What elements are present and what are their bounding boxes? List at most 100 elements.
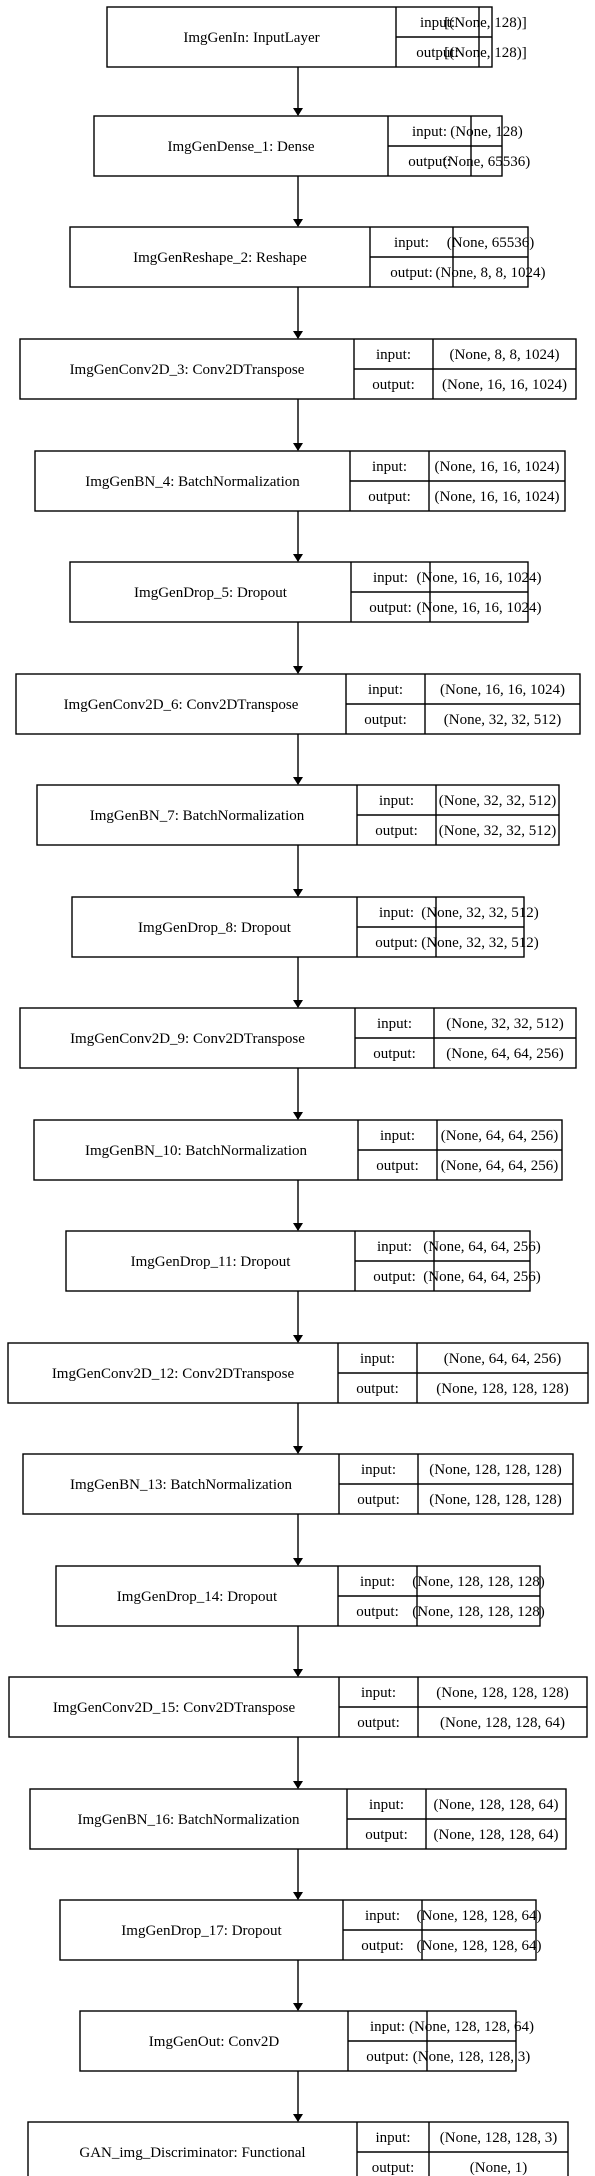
input-label: input: <box>420 15 455 31</box>
layer-node: ImgGenConv2D_6: Conv2DTranspose input: out… <box>15 673 581 735</box>
layer-node: ImgGenDrop_8: Dropout input: output:(None,… <box>71 896 539 958</box>
input-shape: (None, 128, 128, 64) <box>409 2019 534 2035</box>
output-shape: (None, 128, 128, 64) <box>434 1827 559 1843</box>
output-shape: (None, 8, 8, 1024) <box>436 265 546 281</box>
input-shape: (None, 128, 128, 64) <box>434 1797 559 1813</box>
layer-name: ImgGenBN_16: BatchNormalization <box>77 1812 300 1828</box>
layer-box <box>27 2121 569 2176</box>
output-label: output: <box>368 489 411 505</box>
layer-node: ImgGenDrop_5: Dropout input: output: (None,… <box>69 561 542 623</box>
layer-node: ImgGenConv2D_3: Conv2DTransposeinput:out… <box>19 338 577 400</box>
output-label: output: <box>357 1715 400 1731</box>
layer-node: ImgGenDense_1: Dense input: output:(None, … <box>93 115 530 177</box>
input-label: input: <box>361 1685 396 1701</box>
layer-node: ImgGenBN_7: BatchNormalization input: outp… <box>36 784 560 846</box>
input-shape: (None, 65536) <box>447 235 534 251</box>
layer-name: ImgGenDrop_5: Dropout <box>134 585 288 601</box>
layer-name: ImgGenConv2D_12: Conv2DTranspose <box>52 1366 295 1382</box>
input-shape: (None, 32, 32, 512) <box>439 793 556 809</box>
output-shape: (None, 16, 16, 1024) <box>417 600 542 616</box>
layer-node: ImgGenDrop_14: Dropout input: output: (None… <box>55 1565 545 1627</box>
input-shape: (None, 128, 128, 128) <box>429 1462 561 1478</box>
output-shape: (None, 64, 64, 256) <box>441 1158 558 1174</box>
layer-name: ImgGenBN_7: BatchNormalization <box>90 808 305 824</box>
layer-name: ImgGenDrop_17: Dropout <box>121 1923 282 1939</box>
layer-node: GAN_img_Discriminator: Functionalinput:o… <box>27 2121 569 2176</box>
input-label: input: <box>365 1908 400 1924</box>
input-shape: (None, 32, 32, 512) <box>446 1016 563 1032</box>
input-shape: (None, 8, 8, 1024) <box>450 347 560 363</box>
layer-node: ImgGenConv2D_15: Conv2DTransposeinput:ou… <box>8 1676 588 1738</box>
layer-box <box>69 561 529 623</box>
output-shape: (None, 128, 128, 64) <box>417 1938 542 1954</box>
output-label: output: <box>375 823 418 839</box>
output-label: output: <box>375 935 418 951</box>
output-label: output: <box>356 1604 399 1620</box>
output-shape: (None, 64, 64, 256) <box>423 1269 540 1285</box>
layer-name: ImgGenConv2D_6: Conv2DTranspose <box>64 697 299 713</box>
output-shape: (None, 65536) <box>443 154 530 170</box>
output-label: output: <box>357 1492 400 1508</box>
output-label: output: <box>408 154 451 170</box>
layer-name: ImgGenDrop_14: Dropout <box>117 1589 278 1605</box>
input-shape: (None, 128, 128, 64) <box>417 1908 542 1924</box>
input-label: input: <box>380 1128 415 1144</box>
output-shape: (None, 1) <box>470 2160 527 2176</box>
output-shape: [(None, 128)] <box>444 45 526 61</box>
output-shape: (None, 32, 32, 512) <box>444 712 561 728</box>
layer-name: ImgGenDrop_8: Dropout <box>138 920 292 936</box>
input-shape: (None, 128, 128, 128) <box>412 1574 544 1590</box>
layer-name: ImgGenReshape_2: Reshape <box>133 250 307 266</box>
layer-node: ImgGenBN_16: BatchNormalizationinput:out… <box>29 1788 567 1850</box>
input-label: input: <box>379 905 414 921</box>
input-label: input: <box>361 1462 396 1478</box>
output-shape: (None, 32, 32, 512) <box>421 935 538 951</box>
output-shape: (None, 128, 128, 128) <box>436 1381 568 1397</box>
input-shape: (None, 16, 16, 1024) <box>435 459 560 475</box>
input-label: input: <box>379 793 414 809</box>
layer-node: ImgGenDrop_11: Dropout input: output: (None… <box>65 1230 541 1292</box>
layer-name: ImgGenBN_10: BatchNormalization <box>85 1143 308 1159</box>
input-label: input: <box>373 570 408 586</box>
input-label: input: <box>412 124 447 140</box>
output-label: output: <box>390 265 433 281</box>
layer-node: ImgGenConv2D_9: Conv2DTransposeinput:out… <box>19 1007 577 1069</box>
input-label: input: <box>369 1797 404 1813</box>
layer-name: GAN_img_Discriminator: Functional <box>79 2145 305 2161</box>
layer-node: ImgGenBN_4: BatchNormalization input: outp… <box>34 450 566 512</box>
input-label: input: <box>372 459 407 475</box>
input-shape: (None, 64, 64, 256) <box>444 1351 561 1367</box>
input-shape: (None, 16, 16, 1024) <box>417 570 542 586</box>
output-label: output: <box>372 2160 415 2176</box>
layer-node: ImgGenDrop_17: Dropoutinput:output:(None… <box>59 1899 542 1961</box>
output-shape: (None, 32, 32, 512) <box>439 823 556 839</box>
layer-name: ImgGenBN_4: BatchNormalization <box>85 474 300 490</box>
layer-node: ImgGenConv2D_12: Conv2DTranspose input: ou… <box>7 1342 589 1404</box>
input-shape: (None, 64, 64, 256) <box>441 1128 558 1144</box>
output-shape: (None, 16, 16, 1024) <box>435 489 560 505</box>
output-label: output: <box>356 1381 399 1397</box>
layer-name: ImgGenOut: Conv2D <box>149 2034 280 2050</box>
output-shape: (None, 128, 128, 128) <box>429 1492 561 1508</box>
input-label: input: <box>394 235 429 251</box>
input-shape: (None, 64, 64, 256) <box>423 1239 540 1255</box>
layer-name: ImgGenDense_1: Dense <box>167 139 314 155</box>
input-label: input: <box>377 1239 412 1255</box>
input-label: input: <box>360 1351 395 1367</box>
input-label: input: <box>360 1574 395 1590</box>
output-label: output: <box>373 1269 416 1285</box>
layer-box <box>36 784 560 846</box>
output-label: output: <box>364 712 407 728</box>
output-label: output: <box>376 1158 419 1174</box>
layer-name: ImgGenConv2D_9: Conv2DTranspose <box>70 1031 305 1047</box>
input-shape: (None, 128, 128, 128) <box>436 1685 568 1701</box>
input-shape: [(None, 128)] <box>444 15 526 31</box>
output-label: output: <box>372 377 415 393</box>
layer-name: ImgGenIn: InputLayer <box>183 30 319 46</box>
layer-name: ImgGenDrop_11: Dropout <box>131 1254 292 1270</box>
output-label: output: <box>369 600 412 616</box>
output-shape: (None, 128, 128, 3) <box>413 2049 530 2065</box>
layer-node: ImgGenBN_13: BatchNormalizationinput:out… <box>22 1453 574 1515</box>
input-label: input: <box>368 682 403 698</box>
